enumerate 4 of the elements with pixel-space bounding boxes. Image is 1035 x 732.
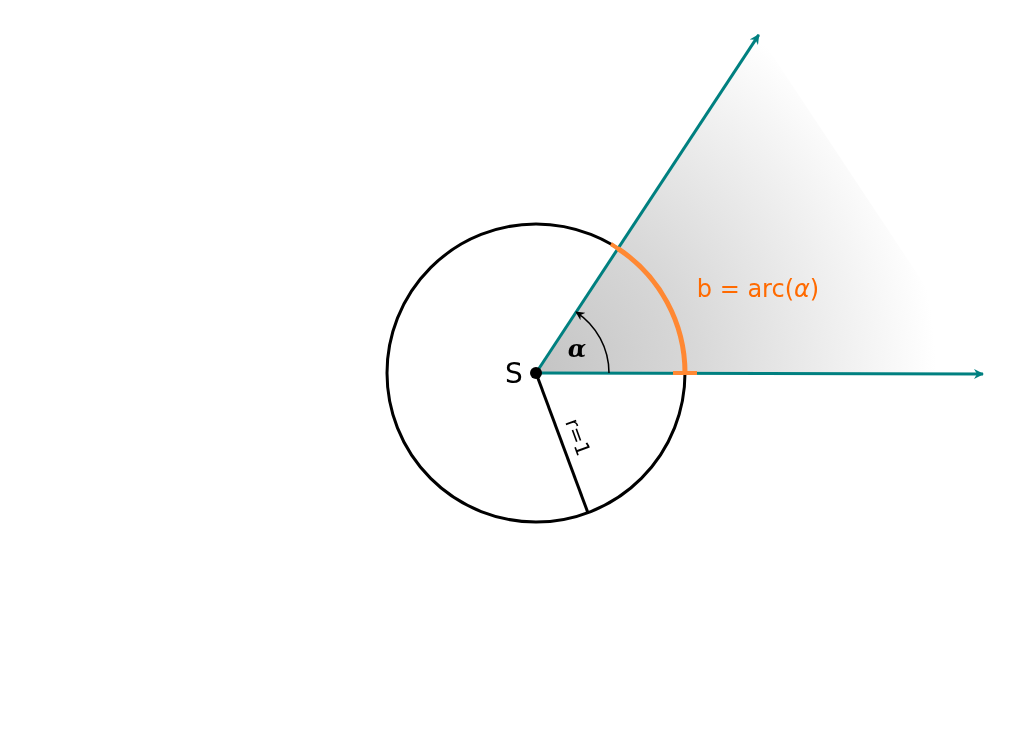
arc-length-label: b = arc(α) xyxy=(696,277,820,301)
radius-label: r=1 xyxy=(562,415,594,459)
angle-label: α xyxy=(567,337,587,361)
point-label: S xyxy=(505,360,523,388)
